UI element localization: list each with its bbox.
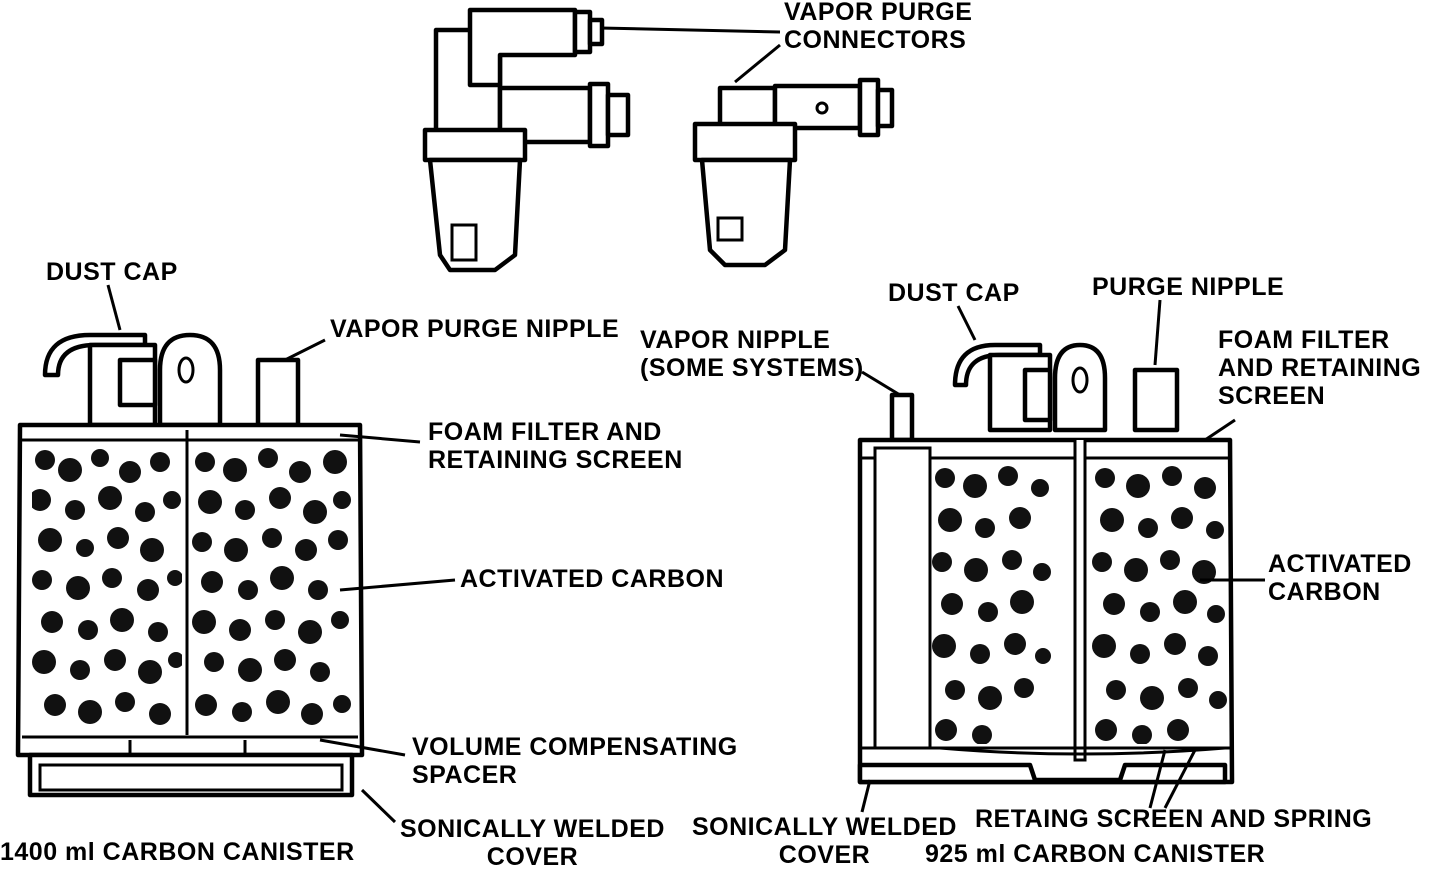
purge-nipple-label: PURGE NIPPLE — [1092, 273, 1285, 301]
vapor-purge-connectors-label: VAPOR PURGE CONNECTORS — [784, 0, 973, 54]
canister-1400-title: 1400 ml CARBON CANISTER — [0, 838, 355, 866]
vapor-purge-nipple-shape — [255, 357, 301, 428]
canister-1400ml — [15, 332, 365, 798]
retaining-screen-spring-label: RETAING SCREEN AND SPRING — [975, 805, 1373, 833]
vapor-nipple-label: VAPOR NIPPLE (SOME SYSTEMS) — [640, 326, 864, 382]
vapor-purge-connector-left — [422, 7, 631, 273]
vapor-purge-connector-right — [692, 77, 895, 268]
dust-cap-right-label: DUST CAP — [888, 279, 1020, 307]
sonically-welded-cover-right-label: SONICALLY WELDED COVER — [692, 813, 957, 869]
vapor-purge-nipple-label: VAPOR PURGE NIPPLE — [330, 315, 620, 343]
sonically-welded-cover-left-label: SONICALLY WELDED COVER — [400, 815, 665, 871]
dust-cap-left-label: DUST CAP — [46, 258, 178, 286]
foam-filter-left-label: FOAM FILTER AND RETAINING SCREEN — [428, 418, 683, 474]
vapor-nipple-shape — [889, 392, 915, 443]
purge-nipple-shape — [1132, 367, 1180, 433]
volume-compensating-spacer-label: VOLUME COMPENSATING SPACER — [412, 733, 738, 789]
foam-filter-right-label: FOAM FILTER AND RETAINING SCREEN — [1218, 326, 1422, 410]
canister-925ml — [857, 342, 1235, 785]
activated-carbon-left-label: ACTIVATED CARBON — [460, 565, 725, 593]
activated-carbon-right-label: ACTIVATED CARBON — [1268, 550, 1412, 606]
leader-lines — [106, 26, 1265, 824]
canister-925-title: 925 ml CARBON CANISTER — [925, 840, 1266, 868]
